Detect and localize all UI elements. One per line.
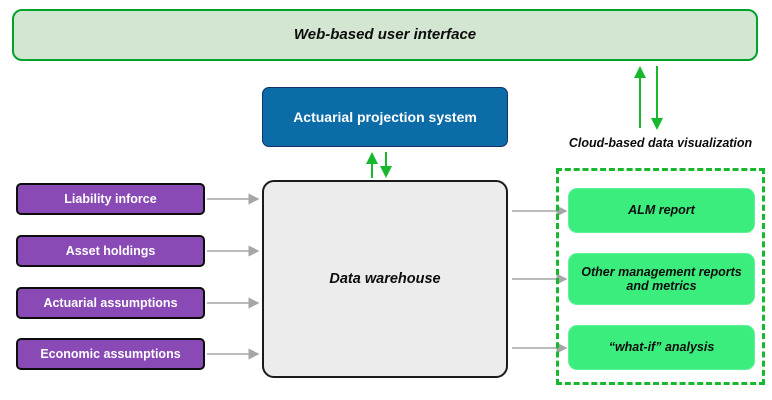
data-warehouse-box[interactable]: Data warehouse xyxy=(262,180,508,378)
input-label: Liability inforce xyxy=(64,191,157,206)
actuarial-projection-system-box[interactable]: Actuarial projection system xyxy=(262,87,508,147)
input-box-actuarial-assumptions[interactable]: Actuarial assumptions xyxy=(16,287,205,319)
data-warehouse-label: Data warehouse xyxy=(329,270,441,287)
web-based-user-interface-banner[interactable]: Web-based user interface xyxy=(12,9,758,61)
input-box-liability-inforce[interactable]: Liability inforce xyxy=(16,183,205,215)
banner-label: Web-based user interface xyxy=(293,26,477,44)
input-label: Actuarial assumptions xyxy=(43,295,178,310)
output-label: ALM report xyxy=(628,203,695,218)
output-label: Other management reports and metrics xyxy=(581,264,742,293)
output-box-other-management-reports[interactable]: Other management reports and metrics xyxy=(568,253,755,305)
output-box-what-if-analysis[interactable]: “what-if” analysis xyxy=(568,325,755,370)
input-box-economic-assumptions[interactable]: Economic assumptions xyxy=(16,338,205,370)
output-label: “what-if” analysis xyxy=(608,340,715,355)
actuarial-projection-system-label: Actuarial projection system xyxy=(293,108,477,125)
cloud-visualization-frame xyxy=(556,168,765,385)
input-box-asset-holdings[interactable]: Asset holdings xyxy=(16,235,205,267)
input-label: Asset holdings xyxy=(65,243,156,258)
input-label: Economic assumptions xyxy=(40,346,181,361)
cloud-based-data-visualization-label: Cloud-based data visualization xyxy=(568,136,753,150)
output-box-alm-report[interactable]: ALM report xyxy=(568,188,755,233)
